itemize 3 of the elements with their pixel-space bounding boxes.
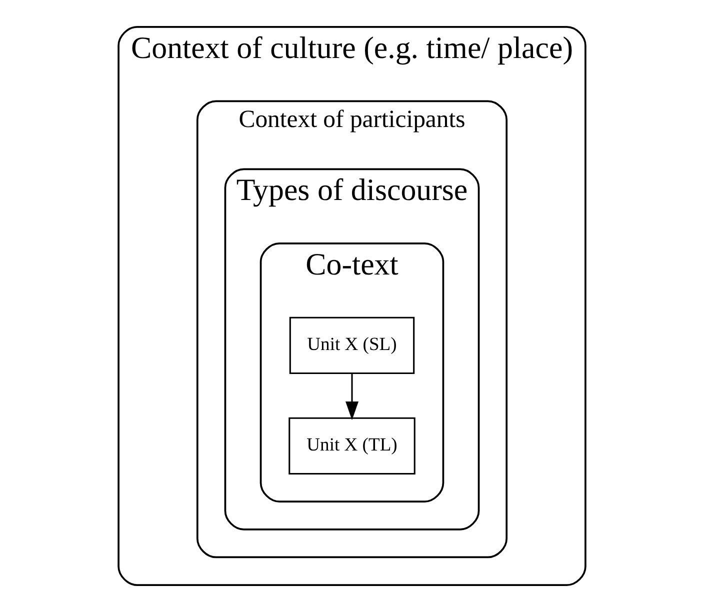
arrow (345, 374, 358, 420)
node-box: Unit X (SL) (288, 316, 414, 374)
node-box: Unit X (TL) (288, 417, 415, 475)
